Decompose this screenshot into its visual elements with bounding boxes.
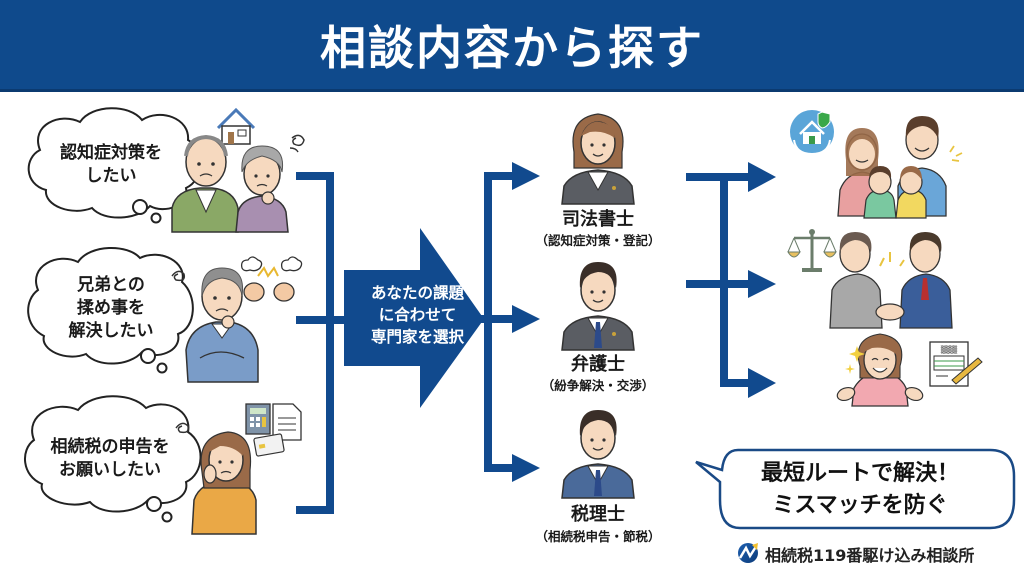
footer-brand: 相続税119番駆け込み相談所 [738,540,974,568]
relieved-woman-illustration [836,333,924,407]
handshake-illustration [829,232,953,329]
result-message: 最短ルートで解決！ ミスマッチを防ぐ [760,461,959,518]
angry-fists-icon [240,256,303,302]
header-banner: 相談内容から探す [0,0,1024,92]
right-branch-connector [686,162,776,398]
professional-title-tax-accountant: 税理士 [571,504,625,525]
scales-of-justice-icon [787,229,837,272]
worry-spiral-icon [171,270,186,282]
professional-title-lawyer: 弁護士 [571,354,625,375]
lawyer-illustration [561,262,635,351]
svg-text:▒▒▒: ▒▒▒ [941,345,958,354]
worried-woman-illustration [175,403,302,535]
worry-spiral-icon [289,134,305,153]
tax-return-document-icon: ▒▒▒ [929,341,983,387]
credit-card-icon [253,433,285,457]
happy-family-illustration [837,116,963,219]
left-bracket-connector [296,172,351,514]
calculator-icon [245,403,271,435]
professional-subtitle-scrivener: （認知症対策・登記） [535,233,661,248]
elderly-couple-illustration [171,107,305,233]
result-speech-bubble [695,448,1016,530]
concern-dementia-text: 認知症対策を したい [60,143,162,186]
worry-spiral-icon [175,422,190,434]
thought-bubble-inheritance-tax [23,395,202,523]
brand-name: 相続税119番駆け込み相談所 [765,546,975,565]
page-title: 相談内容から探す [320,20,704,75]
center-selection-arrow [344,228,484,408]
tax-accountant-illustration [561,410,635,499]
professional-subtitle-tax-accountant: （相続税申告・節税） [535,529,661,544]
center-arrow-label: あなたの課題 に合わせて 専門家を選択 [370,284,464,346]
home-protection-icon [790,110,834,156]
judicial-scrivener-illustration [561,113,635,205]
concern-sibling-dispute-text: 兄弟との 揉め事を 解決したい [68,275,154,341]
professional-subtitle-lawyer: （紛争解決・交渉） [541,378,655,393]
house-icon [216,107,256,145]
worried-man-illustration [171,256,303,383]
concern-inheritance-tax-text: 相続税の申告を お願いしたい [50,437,170,480]
professional-title-scrivener: 司法書士 [562,209,634,230]
brand-logo-icon [738,543,759,563]
thought-bubble-dementia [27,107,202,224]
thought-bubble-sibling-dispute [27,246,194,374]
document-icon [272,403,302,441]
middle-branch-connector [478,162,540,482]
